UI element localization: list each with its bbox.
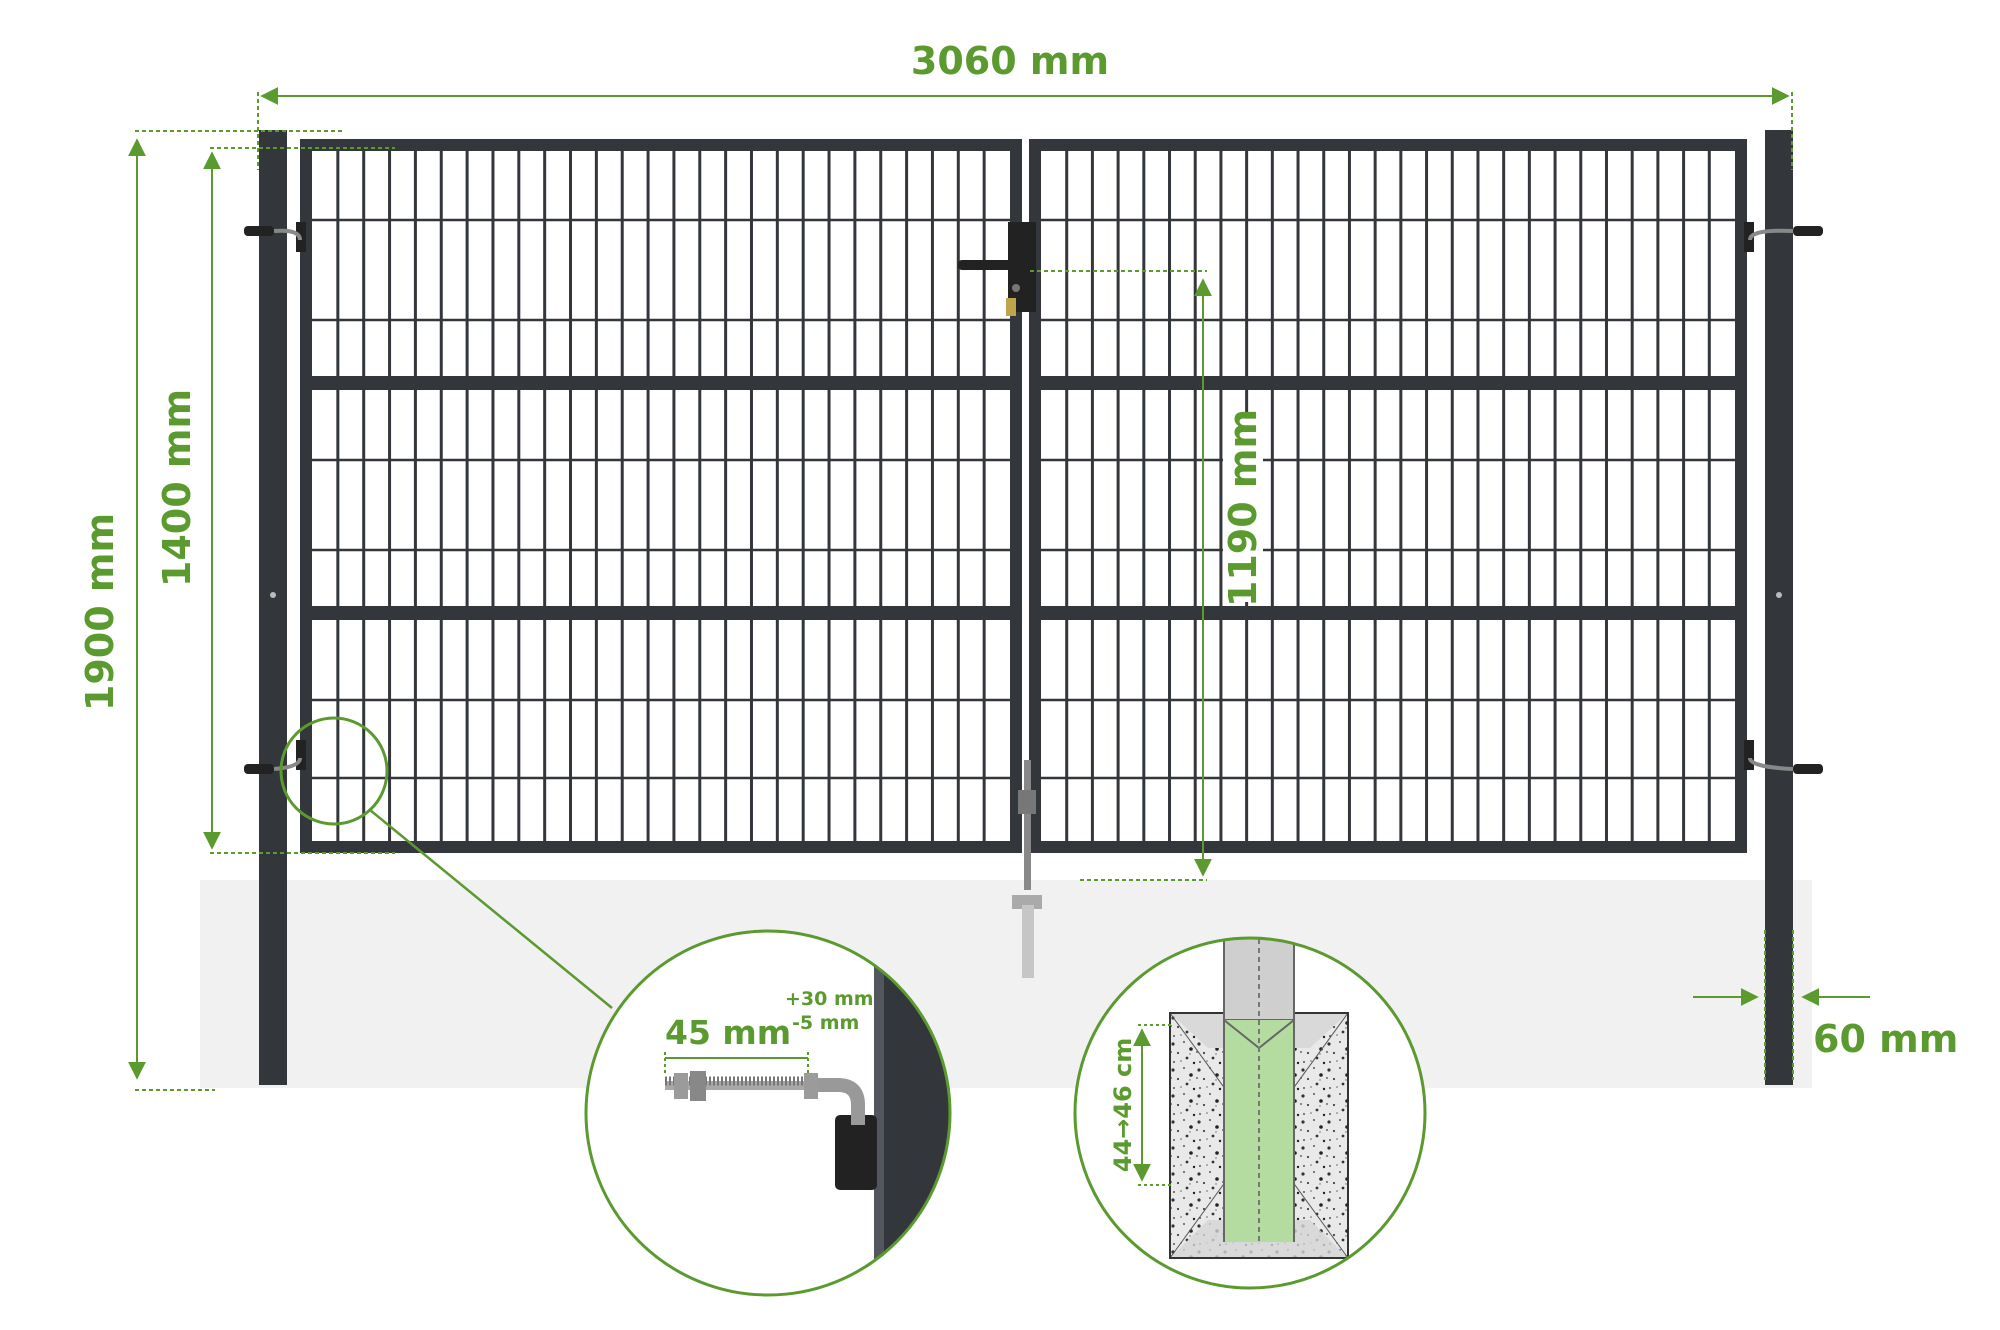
bolt-length-label: 45 mm bbox=[665, 1013, 791, 1052]
right-post bbox=[1765, 130, 1793, 1085]
tolerance-minus-label: -5 mm bbox=[792, 1012, 859, 1034]
handle-height-label: 1190 mm bbox=[1221, 409, 1265, 607]
foundation-detail: 44→46 cm bbox=[1073, 936, 1427, 1290]
right-gate-leaf bbox=[1029, 139, 1747, 853]
left-gate-leaf bbox=[300, 139, 1022, 853]
post-height-label: 1900 mm bbox=[78, 513, 122, 711]
left-post bbox=[259, 130, 287, 1085]
ground-bolt bbox=[1012, 760, 1042, 978]
gate-height-label: 1400 mm bbox=[155, 389, 199, 587]
total-width-label: 3060 mm bbox=[911, 39, 1109, 83]
hinge-left-top bbox=[244, 222, 306, 252]
hinge-bolt bbox=[665, 1071, 865, 1125]
lock-handle bbox=[958, 222, 1036, 316]
post-width-label: 60 mm bbox=[1813, 1017, 1958, 1061]
hinge-right-bottom bbox=[1744, 740, 1823, 774]
ground-band bbox=[200, 880, 1812, 1088]
hinge-detail: 45 mm +30 mm -5 mm bbox=[584, 929, 952, 1297]
foundation-depth-label: 44→46 cm bbox=[1109, 1038, 1137, 1173]
hinge-left-bottom bbox=[244, 740, 306, 774]
hinge-right-top bbox=[1744, 222, 1823, 252]
tolerance-plus-label: +30 mm bbox=[785, 988, 874, 1010]
